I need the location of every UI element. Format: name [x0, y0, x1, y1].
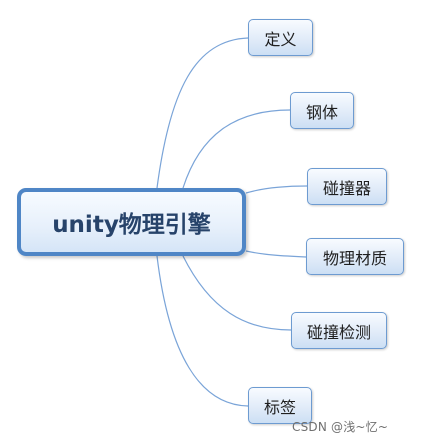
child-node-rigidbody[interactable]: 钢体 [290, 92, 354, 129]
child-node-label: 碰撞器 [322, 178, 371, 198]
child-node-label: 碰撞检测 [306, 322, 371, 342]
connector-collision-detection [182, 255, 292, 331]
child-node-label: 标签 [263, 397, 296, 417]
connector-collider [245, 185, 308, 194]
child-node-label: 钢体 [305, 102, 338, 122]
child-node-tag[interactable]: 标签 [248, 387, 312, 424]
child-node-collision-detection[interactable]: 碰撞检测 [291, 312, 387, 349]
connector-physics-material [245, 250, 307, 258]
child-node-definition[interactable]: 定义 [248, 19, 313, 56]
source-watermark: CSDN @浅~忆~ [292, 420, 389, 434]
root-node-label: unity物理引擎 [52, 212, 211, 238]
connector-tag [156, 255, 249, 407]
connector-definition [156, 37, 249, 189]
child-node-label: 物理材质 [322, 248, 387, 268]
child-node-physics-material[interactable]: 物理材质 [306, 238, 404, 275]
root-node-unity-physics-engine[interactable]: unity物理引擎 [17, 188, 246, 256]
connector-rigidbody [182, 109, 291, 189]
child-node-collider[interactable]: 碰撞器 [307, 168, 387, 205]
child-node-label: 定义 [264, 29, 297, 49]
